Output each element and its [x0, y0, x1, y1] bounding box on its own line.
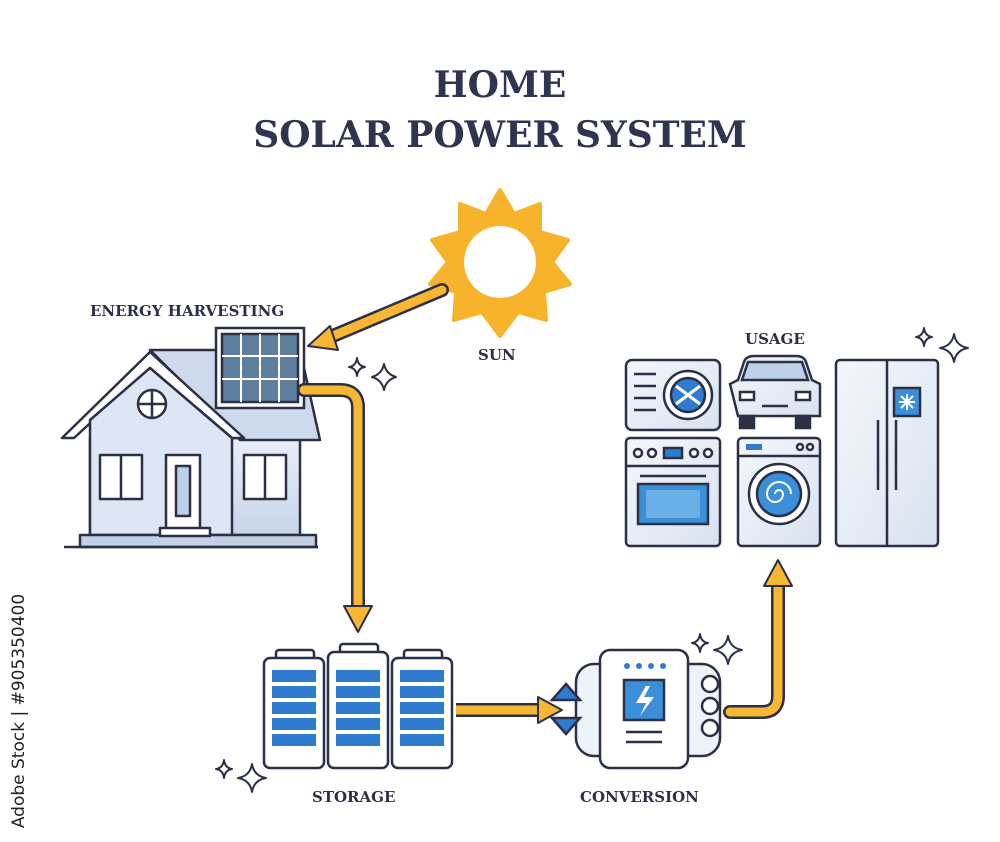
- arrow-sun-to-panel: [307, 283, 449, 351]
- refrigerator-icon: [834, 358, 940, 548]
- title-line-2: SOLAR POWER SYSTEM: [253, 114, 747, 156]
- inverter-icon: [549, 648, 722, 770]
- label-conversion: CONVERSION: [580, 788, 699, 806]
- oven-icon: [624, 436, 722, 548]
- label-energy-harvesting: ENERGY HARVESTING: [90, 302, 285, 320]
- battery-icons: [262, 642, 454, 770]
- battery-2: [326, 642, 390, 770]
- air-conditioner-icon: [624, 358, 722, 432]
- label-usage: USAGE: [745, 330, 805, 348]
- car-icon: [728, 354, 822, 430]
- battery-3: [390, 648, 454, 770]
- arrow-house-to-storage: [297, 383, 373, 633]
- label-sun: SUN: [478, 346, 516, 364]
- sun-icon: [428, 188, 572, 338]
- battery-1: [262, 648, 326, 770]
- title-line-1: HOME: [433, 64, 567, 106]
- arrow-conversion-to-usage: [723, 559, 793, 719]
- watermark: Adobe Stock | #905350400: [4, 594, 34, 828]
- arrow-storage-to-conversion: [456, 696, 563, 724]
- solar-panel-icon: [214, 326, 306, 410]
- watermark-text: Adobe Stock | #905350400: [9, 593, 29, 829]
- sparkle-icons: [215, 327, 969, 793]
- label-storage: STORAGE: [312, 788, 396, 806]
- washing-machine-icon: [736, 436, 822, 548]
